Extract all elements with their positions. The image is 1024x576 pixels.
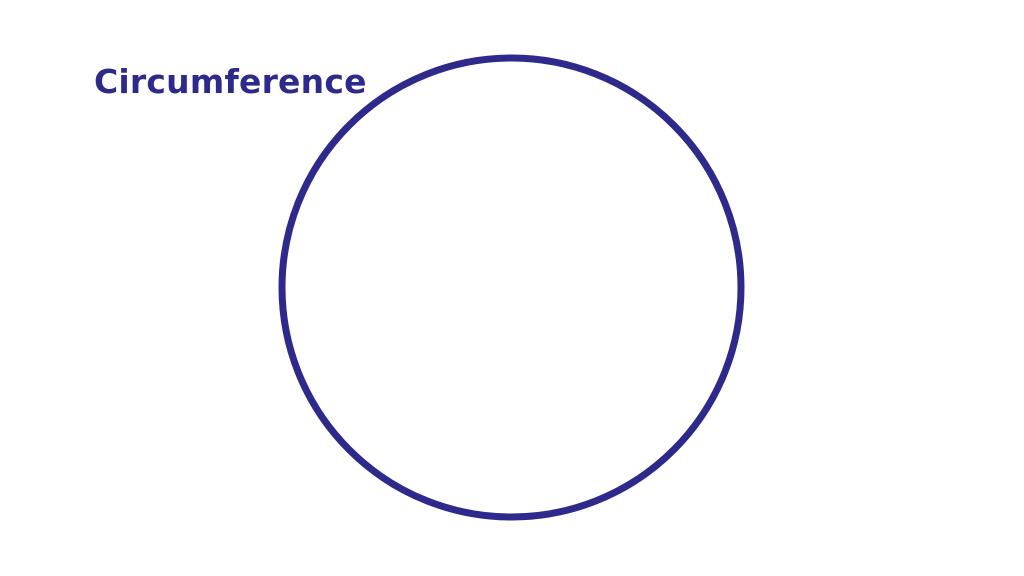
circumference-label: Circumference — [94, 62, 367, 101]
circumference-circle — [278, 54, 745, 521]
